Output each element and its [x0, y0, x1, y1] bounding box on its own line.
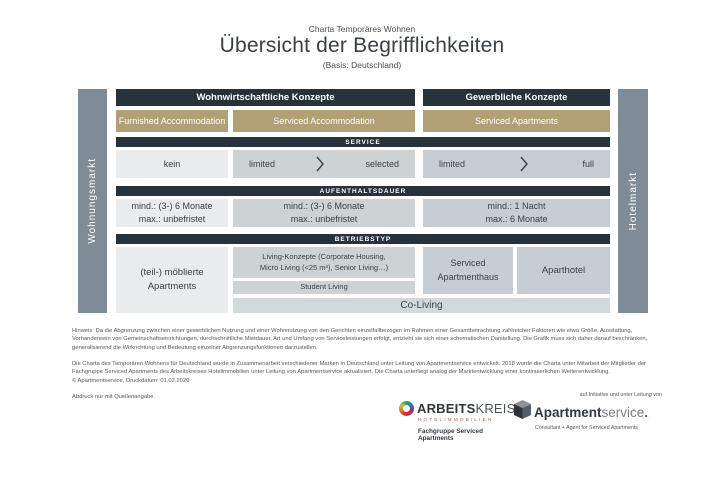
cell-serviced-apartmenthaus: Serviced Apartmenthaus	[423, 247, 513, 294]
duration-band: AUFENTHALTSDAUER	[116, 186, 610, 196]
service-from-label: limited	[439, 159, 466, 169]
wohnungsmarkt-bar: Wohnungsmarkt	[78, 89, 107, 313]
apartmentservice-name-light: service	[601, 404, 645, 420]
hotelmarkt-bar: Hotelmarkt	[618, 89, 648, 313]
duration-min: mind.: (3-) 6 Monate	[283, 200, 365, 211]
footnote-reprint: Abdruck nur mit Quellenangabe.	[72, 394, 156, 400]
operator-type-band: BETRIEBSTYP	[116, 234, 610, 244]
apartmentservice-leadin: auf Initiative und unter Leitung von	[579, 392, 662, 398]
service-from-label: limited	[249, 159, 276, 169]
duration-max: max.: 6 Monate	[485, 214, 548, 224]
arbeitskreis-name: ARBEITSKREIS	[417, 401, 515, 416]
apartmentservice-name: Apartmentservice.	[534, 405, 648, 420]
footnote-charta: Die Charta des Temporären Wohnens für De…	[72, 361, 646, 376]
cell-line: (teil-) möblierte	[140, 267, 204, 279]
cell-co-living: Co-Living	[233, 298, 610, 313]
apartmentservice-name-dot: .	[644, 404, 649, 420]
cell-line: Micro Living (<25 m²), Senior Living…)	[259, 262, 389, 272]
group-header-commercial: Gewerbliche Konzepte	[423, 89, 610, 106]
chevron-right-icon	[519, 155, 529, 173]
duration-min: mind.: (3-) 6 Monate	[131, 200, 213, 211]
footnote-copyright: © Apartmentservice, Druckdatum: 01.02.20…	[72, 378, 190, 384]
apartmentservice-name-bold: Apartment	[534, 404, 602, 420]
arbeitskreis-ring-icon	[399, 401, 414, 416]
wohnungsmarkt-label: Wohnungsmarkt	[87, 158, 98, 244]
service-to-label: full	[582, 159, 594, 169]
cell-line: Apartmenthaus	[437, 271, 499, 282]
duration-min: mind.: 1 Nacht	[487, 200, 546, 211]
duration-cell-serviced-acc: mind.: (3-) 6 Monate max.: unbefristet	[233, 199, 415, 227]
arbeitskreis-tagline: Fachgruppe Serviced Apartments	[418, 428, 483, 442]
service-to-label: selected	[365, 159, 399, 169]
service-cell-commercial: limited full	[423, 150, 610, 178]
cell-line: Living-Konzepte (Corporate Housing,	[262, 252, 386, 261]
cell-line: Apartments	[147, 281, 197, 292]
arbeitskreis-logo: ARBEITSKREIS HOTELIMMOBILIEN Fachgruppe …	[399, 401, 519, 442]
concept-furnished-accommodation: Furnished Accommodation	[116, 110, 228, 132]
hotelmarkt-label: Hotelmarkt	[627, 171, 639, 231]
page-title: Übersicht der Begrifflichkeiten	[219, 34, 505, 57]
service-band: SERVICE	[116, 137, 610, 147]
duration-max: max.: unbefristet	[138, 214, 206, 224]
arbeitskreis-name-bold: ARBEITS	[417, 401, 476, 416]
apartmentservice-tagline: Consultant + Agent for Serviced Apartmen…	[535, 425, 638, 431]
arbeitskreis-name-light: KREIS	[475, 401, 516, 416]
footnote-hinweis: Hinweis: Da die Abgrenzung zwischen eine…	[72, 328, 648, 351]
arbeitskreis-subline: HOTELIMMOBILIEN	[418, 417, 494, 422]
cell-aparthotel: Aparthotel	[517, 247, 610, 294]
service-cell-kein: kein	[116, 150, 228, 178]
concept-serviced-accommodation: Serviced Accommodation	[233, 110, 415, 132]
cube-icon	[514, 400, 531, 424]
apartmentservice-logo: auf Initiative und unter Leitung von Apa…	[514, 392, 664, 431]
concept-serviced-apartments: Serviced Apartments	[423, 110, 610, 132]
chevron-right-icon	[315, 155, 325, 173]
cell-student-living: Student Living	[233, 281, 415, 294]
apartmentservice-wordmark: Apartmentservice.	[514, 400, 664, 424]
cell-living-konzepte: Living-Konzepte (Corporate Housing, Micr…	[233, 247, 415, 278]
duration-cell-serviced-apt: mind.: 1 Nacht max.: 6 Monate	[423, 199, 610, 227]
duration-cell-furnished: mind.: (3-) 6 Monate max.: unbefristet	[116, 199, 228, 227]
service-cell-residential: limited selected	[233, 150, 415, 178]
duration-max: max.: unbefristet	[290, 214, 358, 224]
cell-moeblierte-apartments: (teil-) möblierte Apartments	[116, 247, 228, 313]
arbeitskreis-wordmark: ARBEITSKREIS	[399, 401, 519, 416]
group-header-residential: Wohnwirtschaftliche Konzepte	[116, 89, 415, 106]
cell-line: Serviced	[450, 258, 486, 269]
header-subtitle: (Basis: Deutschland)	[322, 60, 402, 70]
header-eyebrow: Charta Temporäres Wohnen	[308, 24, 416, 34]
